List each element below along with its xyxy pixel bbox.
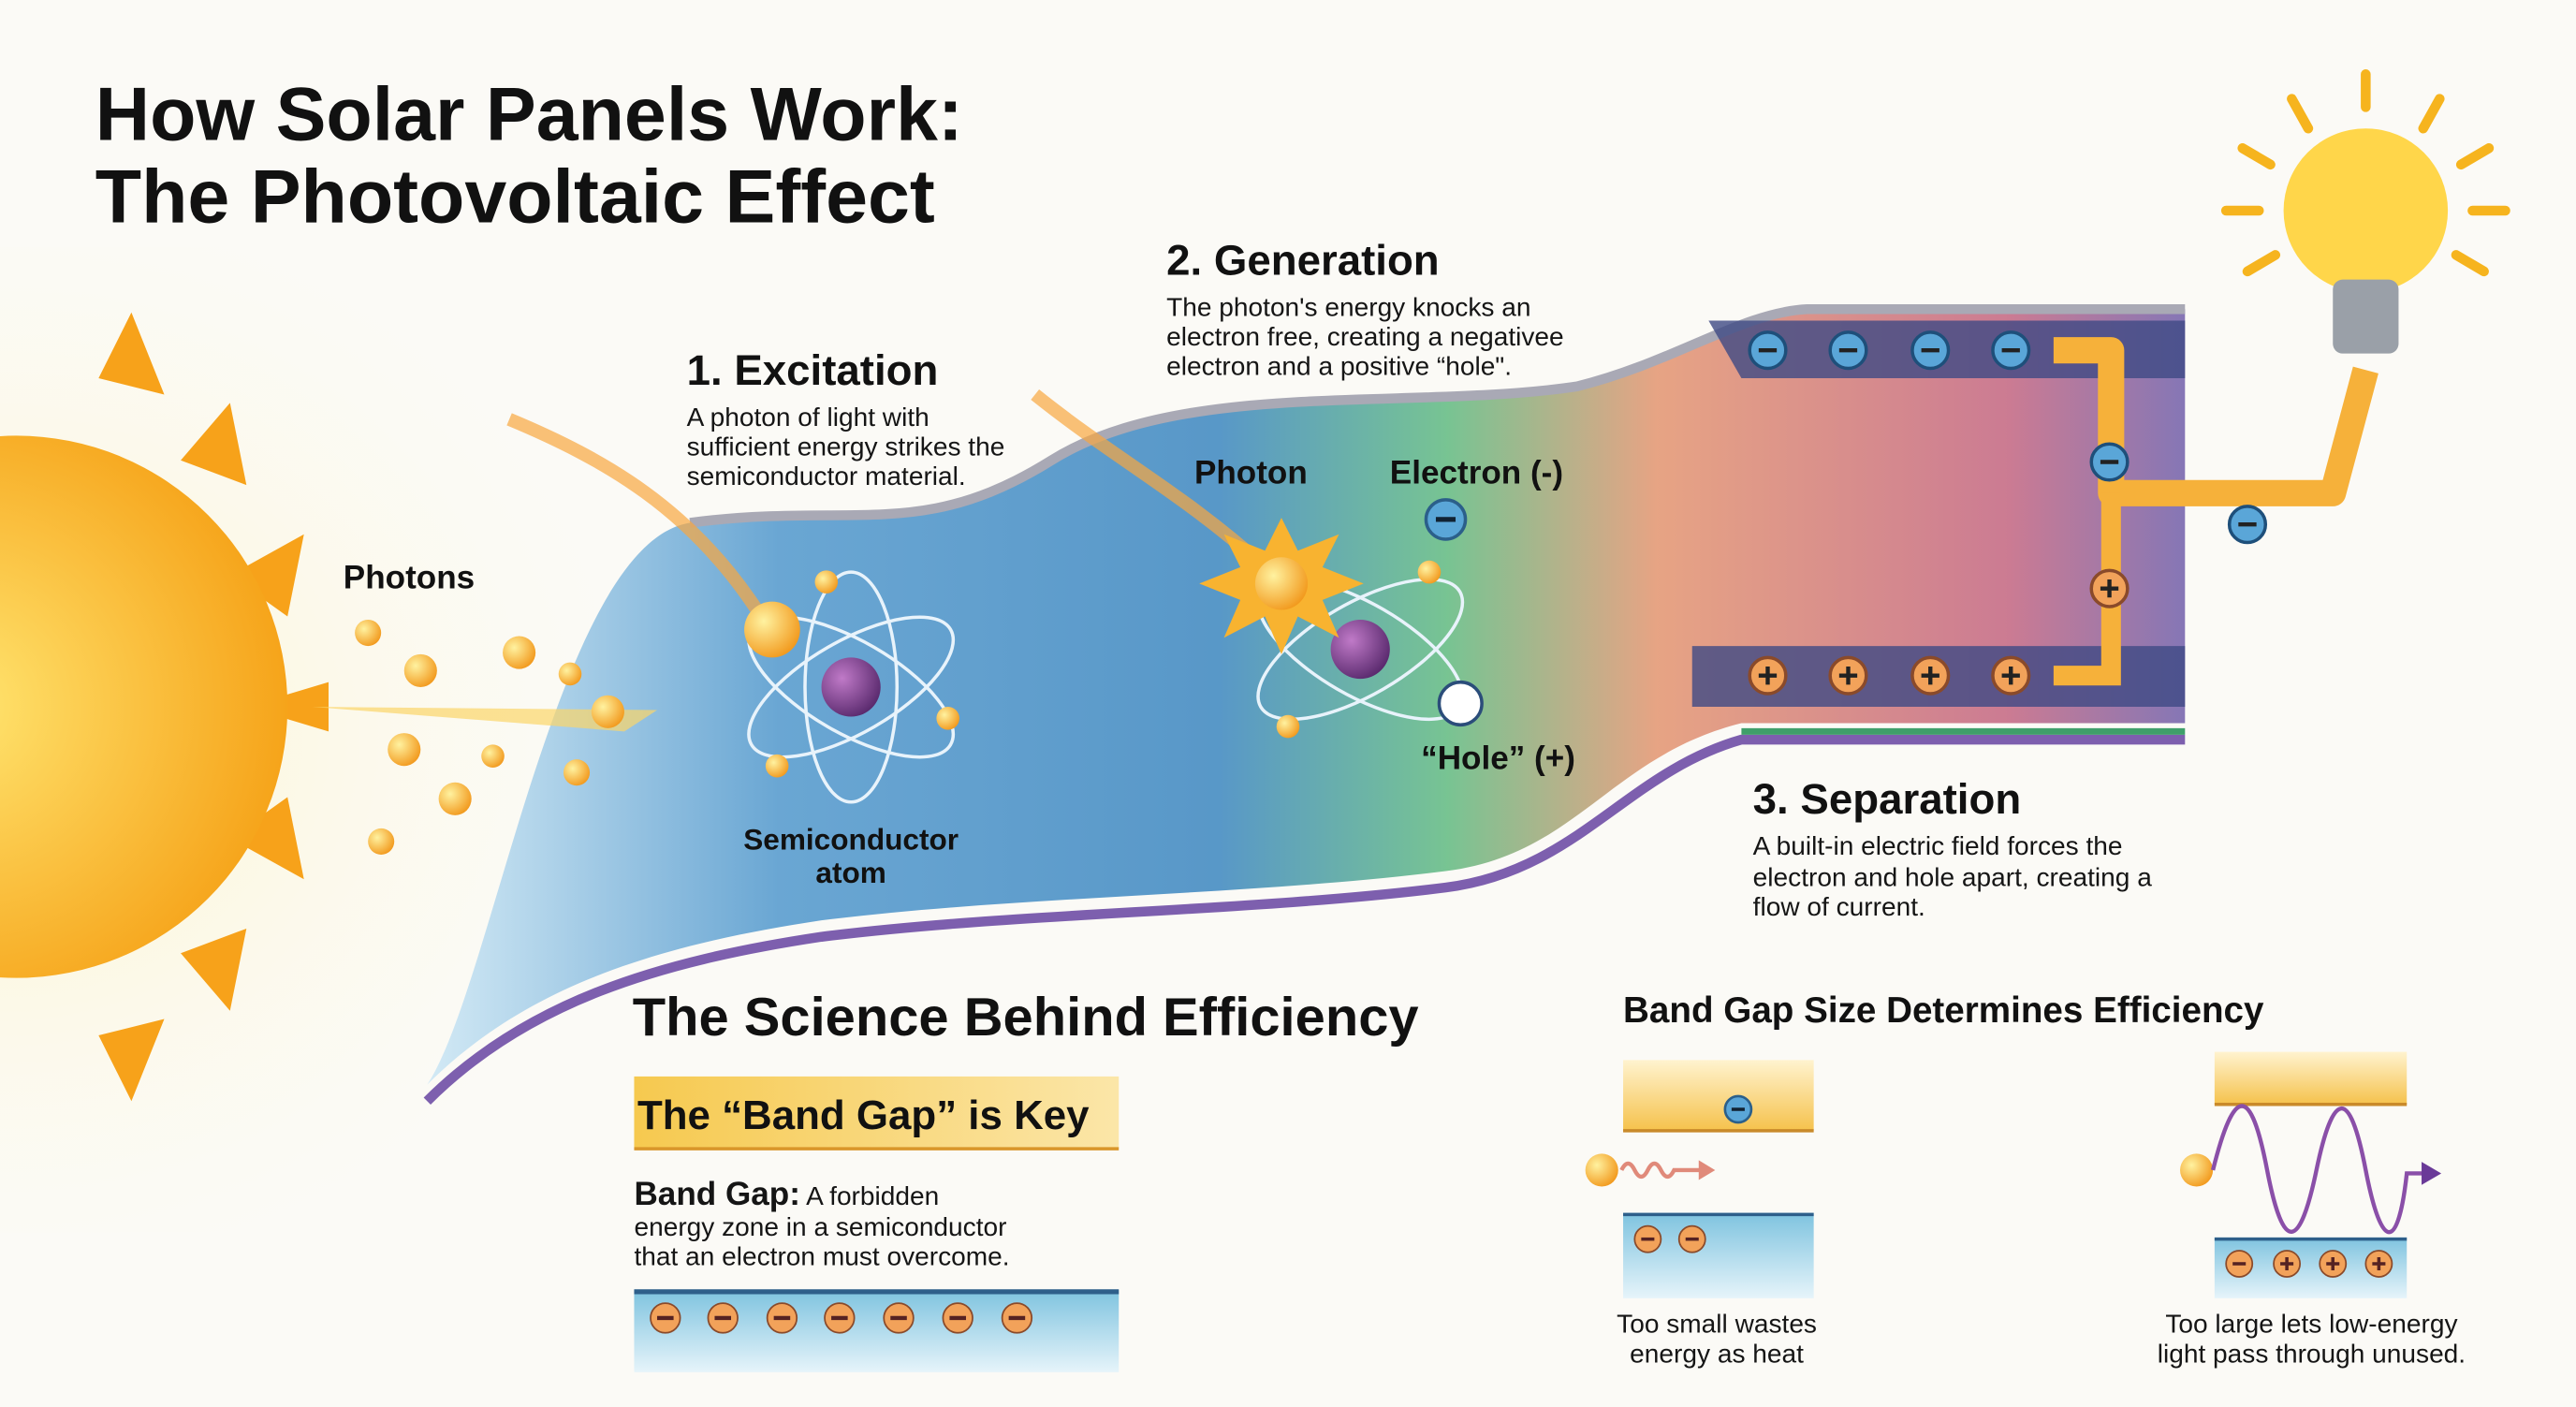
step-separation: 3. Separation A built-in electric field …: [1753, 775, 2153, 921]
large-gap-diagram: [2180, 1051, 2442, 1298]
efficiency-heading: Band Gap Size Determines Efficiency: [1623, 990, 2264, 1031]
title-line2: The Photovoltaic Effect: [95, 154, 935, 239]
valence-band: [634, 1290, 1120, 1372]
title-line1: How Solar Panels Work:: [95, 72, 963, 156]
step-desc: A built-in electric field forces the: [1753, 831, 2123, 860]
step-title: 1. Excitation: [687, 346, 939, 394]
step-title: 2. Generation: [1166, 236, 1440, 284]
hole-icon: [1910, 655, 1951, 696]
electron-icon: [1910, 330, 1951, 371]
hole-label: “Hole” (+): [1421, 740, 1575, 777]
step-desc: semiconductor material.: [687, 462, 966, 491]
step-desc: electron and a positive “hole".: [1166, 351, 1512, 380]
photon-stream: [312, 619, 658, 855]
definition-text: energy zone in a semiconductor: [634, 1212, 1006, 1241]
electron-icon: [2227, 505, 2268, 545]
valence-electrons: [650, 1302, 1033, 1334]
step-desc: sufficient energy strikes the: [687, 432, 1005, 461]
step-desc: A photon of light with: [687, 403, 929, 432]
hole: [1437, 680, 1484, 727]
valence-electron-icon: [650, 1302, 681, 1334]
step-desc: The photon's energy knocks an: [1166, 292, 1530, 321]
large-gap-caption: light pass through unused.: [2158, 1339, 2466, 1368]
electron-icon: [1991, 330, 2031, 371]
definition-text: A forbidden: [800, 1181, 939, 1210]
electron-icon: [1748, 330, 1788, 371]
valence-electron-icon: [766, 1302, 798, 1334]
band-gap-definition: Band Gap: A forbidden: [634, 1176, 939, 1212]
band-gap-key-box: [634, 1076, 1120, 1150]
step-title: 3. Separation: [1753, 775, 2022, 823]
valence-electron-icon: [883, 1302, 915, 1334]
small-gap-caption: Too small wastes: [1617, 1310, 1817, 1339]
step-desc: electron and hole apart, creating a: [1753, 862, 2153, 891]
electron-icon: [1828, 330, 1868, 371]
band-gap-key-label: The “Band Gap” is Key: [637, 1092, 1090, 1138]
electron-label: Electron (-): [1390, 454, 1563, 491]
small-gap-diagram: [1585, 1060, 1814, 1298]
science-heading: The Science Behind Efficiency: [633, 988, 1419, 1048]
photon-trail: [506, 413, 762, 612]
photon-1: [744, 601, 800, 658]
photons-label: Photons: [344, 560, 475, 596]
separated-charges: [1748, 330, 2268, 696]
band-bottom-edge: [423, 734, 2186, 1105]
hole-icon: [1991, 655, 2031, 696]
free-electron: [1424, 498, 1468, 541]
band-top-edge: [689, 304, 2186, 528]
semiconductor-band: [427, 309, 2186, 1085]
step-generation: 2. Generation The photon's energy knocks…: [1166, 236, 1564, 380]
light-bulb-icon: [2220, 69, 2510, 354]
step-desc: electron free, creating a negativee: [1166, 322, 1564, 351]
definition-text: that an electron must overcome.: [634, 1242, 1009, 1271]
hole-icon: [1748, 655, 1788, 696]
valence-electron-icon: [1001, 1302, 1033, 1334]
photon-label: Photon: [1194, 454, 1308, 491]
valence-electron-icon: [824, 1302, 856, 1334]
step-desc: flow of current.: [1753, 892, 1925, 921]
electron-icon: [2089, 442, 2130, 482]
band-gap-term: Band Gap:: [634, 1176, 799, 1212]
valence-electron-icon: [942, 1302, 973, 1334]
hole-icon: [1828, 655, 1868, 696]
atom-label: Semiconductor: [743, 823, 959, 857]
step-excitation: 1. Excitation A photon of light with suf…: [687, 346, 1005, 491]
wire-return: [2053, 492, 2121, 686]
valence-electron-icon: [707, 1302, 739, 1334]
small-gap-caption: energy as heat: [1630, 1339, 1804, 1368]
hole-icon: [2089, 568, 2130, 608]
atom-label-2: atom: [815, 856, 886, 889]
semiconductor-atom: [747, 570, 959, 804]
photon-2: [1254, 557, 1309, 610]
excited-atom: [1256, 560, 1465, 739]
sun-icon: [0, 312, 329, 1102]
large-gap-caption: Too large lets low-energy: [2165, 1310, 2457, 1339]
